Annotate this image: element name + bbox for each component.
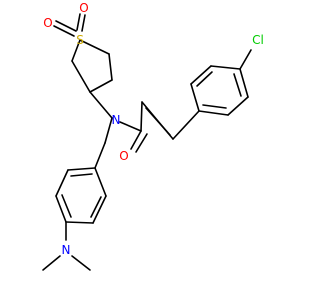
bond-ch2-aryl (94, 142, 106, 169)
bond-ar2-b2 (196, 71, 213, 87)
bond-ar2-a (190, 83, 200, 112)
bond-ar1-c2 (61, 194, 72, 218)
bond-s-o1-a (53, 25, 75, 37)
bond-ca-cb-b (145, 107, 171, 136)
bond-n-me2 (71, 255, 91, 271)
bond-ar1-b (55, 169, 69, 197)
atom-o1-label: O (43, 16, 52, 30)
bond-s-o1-b (55, 20, 77, 32)
bond-n-co (119, 121, 142, 132)
bond-co-ca (140, 101, 143, 132)
atom-n-amine-label: N (62, 243, 71, 257)
atom-o-carbonyl-label: O (119, 149, 128, 163)
bonds (42, 13, 252, 271)
bond-ar1-c (55, 195, 67, 223)
bond-ar1-e2 (90, 196, 102, 218)
bond-n-ch2 (104, 117, 113, 144)
bond-c2-c3 (108, 53, 113, 81)
molecule-structure: O S O N O Cl N (0, 0, 300, 300)
background (0, 0, 300, 300)
bond-ar2-cl (239, 49, 252, 70)
atom-n-amide-label: N (112, 113, 121, 127)
bond-ar1-f (94, 167, 107, 197)
bond-ar2-e (227, 96, 249, 116)
bond-co-o-b (135, 133, 148, 153)
bond-ar1-e (92, 195, 107, 224)
bond-ar1-d (65, 221, 94, 224)
bond-n-me1 (42, 255, 61, 271)
bond-ar1-a (67, 167, 96, 171)
bond-cb-ar2 (172, 110, 200, 140)
atom-cl-label: Cl (252, 33, 264, 47)
bond-ar2-c (210, 65, 241, 70)
bond-co-o-a (130, 130, 142, 150)
bond-ar2-d (239, 68, 249, 98)
atom-labels: O S O N O Cl N (43, 1, 264, 257)
bond-s-c2 (79, 39, 110, 55)
bond-c5-s (71, 39, 81, 62)
bond-c4-n (89, 91, 113, 119)
bond-ar1-a2 (70, 173, 93, 177)
atom-s1-label: S (76, 33, 84, 47)
bond-c3-c4 (89, 79, 113, 93)
bond-s-o2-a (76, 13, 81, 31)
bond-ar2-b (190, 65, 212, 85)
bond-ar2-f (198, 110, 229, 116)
bond-ar2-f2 (202, 104, 227, 109)
bond-c4-c5 (71, 60, 91, 93)
bond-s-o2-b (81, 14, 86, 32)
bond-ar2-d2 (233, 73, 242, 97)
atom-o2-label: O (79, 1, 88, 15)
